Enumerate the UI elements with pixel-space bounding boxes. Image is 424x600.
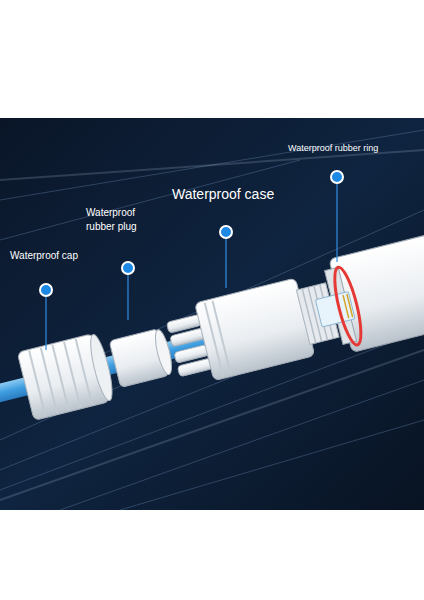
part-label: Waterproof cap — [10, 249, 120, 263]
part-label: Waterproof rubber ring — [288, 142, 418, 154]
part-label: Waterproof rubber plug — [86, 206, 156, 233]
part-label: Waterproof case — [172, 185, 312, 204]
